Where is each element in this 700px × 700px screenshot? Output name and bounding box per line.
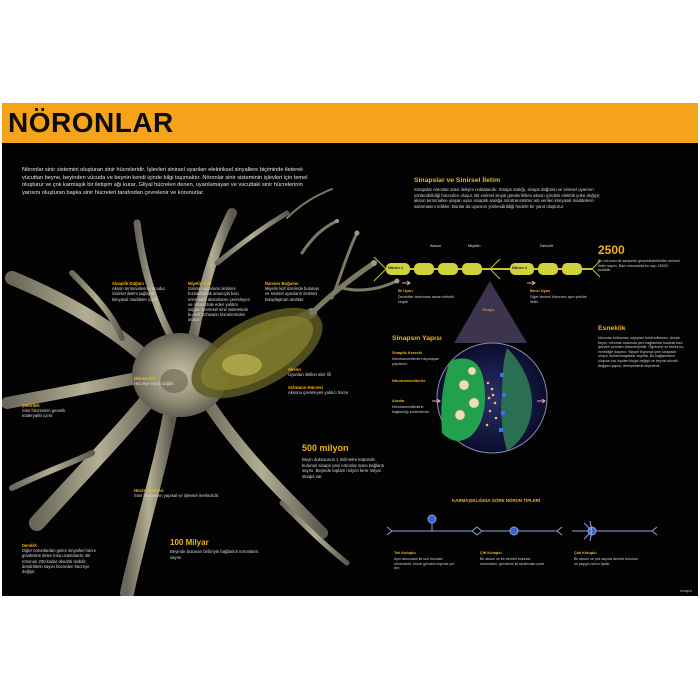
label-neuron-2: Nöron 2 — [512, 265, 528, 270]
callout-title: Miyelin Kılıf — [188, 281, 212, 286]
intro-paragraph-3: Gliyal hücreleri denen, uyarılamayan ve … — [22, 182, 303, 196]
transmission-diagram — [373, 256, 601, 343]
type-unipolar-text: Aynı aksondan iki ucu bulunan nöronlardı… — [394, 557, 455, 571]
callout-body: Sinir hücresinin yapısal ve işlevsel mer… — [134, 493, 219, 499]
second-impulse-text: Diğer sinirsel hücreden aynı şekilde ile… — [530, 295, 587, 304]
intro-paragraph-2: Nöronlar sinir sisteminin işlevleri için… — [22, 174, 308, 189]
callout-title: Sinaptik Düğüm — [112, 281, 144, 286]
type-multipolar-text: Bir akson ve çok sayıda dendrit bulunan … — [574, 557, 638, 566]
callout-body: Diğer nöronlardan gelen sinyalleri hücre… — [22, 548, 97, 575]
stat-2500-text: Bir nöronun bir saniyede gerçekleştirile… — [598, 259, 680, 273]
callout-title: Hücre Gövdesi — [134, 488, 164, 493]
type-multipolar-title: Çok Kutuplu — [574, 551, 597, 555]
poster: NÖRONLAR — [2, 103, 698, 596]
plasticity-text: Nöronlar bölünmez; kayıpları telafi edil… — [598, 336, 684, 368]
neurotransmitter-title: Nörotransmitterler — [392, 379, 426, 383]
callout-body: Aksonu çevreleyen yalıtıcı hücre — [288, 390, 349, 396]
synapse-structure-diagram — [432, 342, 548, 454]
neuron-illustration — [2, 188, 658, 596]
intro-paragraph-1: Nöronlar sinir sistemini oluşturan sinir… — [22, 167, 304, 181]
label-axon: Akson — [430, 243, 442, 248]
stat-2500: 2500 — [598, 243, 625, 257]
type-unipolar-title: Tek Kutuplu — [394, 551, 416, 555]
stat-100-billion-text: Beyinde bulunan birbiriyle bağlantılı nö… — [170, 549, 259, 560]
callout-body: Uyarıları iletilen sinir lifi — [288, 372, 331, 378]
first-impulse-text: Dendritler tarafından alınan elektrik si… — [398, 295, 454, 304]
page-title: NÖRONLAR — [8, 107, 174, 138]
stat-100-billion: 100 Milyar — [170, 538, 209, 547]
callout-title: Schwann Hücresi — [288, 385, 323, 390]
vesicle-text: Nörotransmitterleri depolayan yapılardır… — [392, 357, 440, 366]
first-impulse-title: İlk Uyarı — [398, 289, 413, 293]
callout-myelin-sheath: Miyelin Kılıf Sinirsel uyarıların iletim… — [188, 281, 250, 323]
callout-cell-nucleus: Çekirdek Sinir hücresinin genetik matery… — [22, 403, 86, 419]
label-synapse: Sinaps — [482, 307, 495, 312]
axon-terminals — [286, 188, 399, 316]
header-banner: NÖRONLAR — [2, 103, 698, 143]
callout-title: Ranvier Boğumu — [265, 281, 299, 286]
callout-dendrite: Dendrit Diğer nöronlardan gelen sinyalle… — [22, 543, 102, 574]
label-myelin: Miyelin — [468, 243, 481, 248]
callout-body: Akson terminallerinin ucudur. Sinirsel i… — [112, 286, 166, 302]
stat-500-million-text: Beyin dokusunun 1 milimetre küpünde bulu… — [302, 457, 385, 479]
callout-body: Sinir hücresinin genetik materyalini içe… — [22, 408, 66, 419]
type-bipolar-text: Bir akson ve bir dendrit bulunan nöronla… — [480, 557, 545, 566]
callout-body: Miyelin kılıf üzerinde bulunan ve sinirs… — [265, 286, 320, 302]
callout-title: Dendrit — [22, 543, 37, 548]
callout-mitochondria: Mitokondri Hücreye enerji sağlar. — [134, 376, 196, 386]
label-dendrite: Dendrit — [540, 243, 553, 248]
transmission-title: Sinapslar ve Sinirsel İletim — [414, 177, 501, 184]
neuron-types-title: KARMAŞIKLIĞINA GÖRE NÖRON TİPLERİ — [452, 498, 541, 503]
second-impulse-title: İkinci Uyarı — [530, 289, 551, 293]
callout-cell-body: Hücre Gövdesi Sinir hücresinin yapısal v… — [134, 488, 254, 498]
callout-synaptic-button: Sinaptik Düğüm Akson terminallerinin ucu… — [112, 281, 172, 302]
callout-body: Sinirsel uyarıların iletimini hızlandırm… — [188, 286, 250, 323]
callout-title: Mitokondri — [134, 376, 156, 381]
label-neuron-1: Nöron 1 — [388, 265, 404, 270]
receptor-title: Alıcılar — [392, 399, 405, 403]
neuron-types-diagram — [386, 514, 658, 542]
callout-axon: Akson Uyarıları iletilen sinir lifi — [288, 367, 354, 377]
structure-title: Sinapsın Yapısı — [392, 335, 442, 342]
callout-title: Çekirdek — [22, 403, 40, 408]
callout-title: Akson — [288, 367, 301, 372]
credit-logo: eduspot — [679, 589, 692, 593]
receptor-text: Nörotransmitterlerin bağlandığı proteinl… — [392, 405, 430, 414]
myelin-sheath-shape — [191, 307, 323, 399]
transmission-text: Sinapslar nöronlar arası iletişim noktal… — [414, 187, 601, 209]
callout-ranvier-node: Ranvier Boğumu Miyelin kılıf üzerinde bu… — [265, 281, 321, 302]
vesicle-title: Sinaptik Kesecik — [392, 351, 423, 355]
stat-500-million: 500 milyon — [302, 443, 349, 453]
callout-schwann-cell: Schwann Hücresi Aksonu çevreleyen yalıtı… — [288, 385, 354, 395]
intro-text: Nöronlar sinir sistemini oluşturan sinir… — [22, 167, 322, 197]
type-bipolar-title: Çift Kutuplu — [480, 551, 502, 555]
callout-body: Hücreye enerji sağlar. — [134, 381, 175, 387]
plasticity-title: Esneklik — [598, 325, 626, 332]
